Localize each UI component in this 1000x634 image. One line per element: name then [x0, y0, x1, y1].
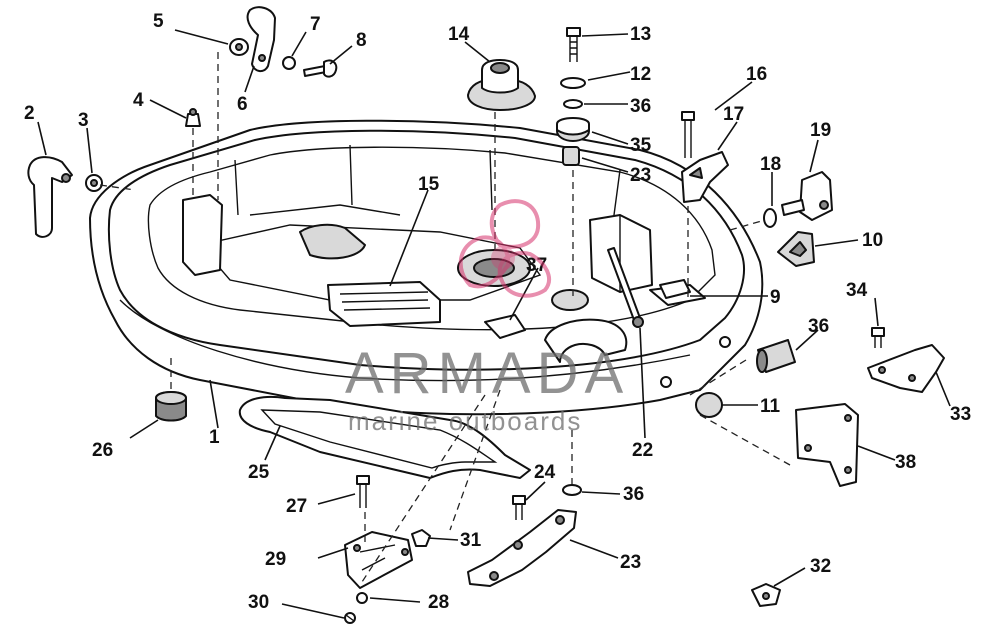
retainer-38 — [659, 279, 691, 299]
callout-25: 25 — [248, 462, 270, 483]
callout-11: 11 — [760, 396, 781, 417]
shift-lever — [27, 156, 73, 238]
callout-39: 38 — [895, 452, 916, 473]
callout-22: 23 — [630, 165, 651, 186]
gasket — [238, 395, 531, 479]
fitting-19 — [781, 171, 833, 221]
callout-18: 18 — [760, 154, 781, 175]
screw-30 — [344, 612, 356, 624]
screw-24 — [512, 495, 526, 520]
callout-24: 24 — [534, 462, 556, 483]
callout-14: 14 — [448, 24, 470, 45]
screw-8 — [303, 59, 338, 78]
callout-9: 9 — [770, 287, 781, 308]
callout-36-top: 36 — [630, 96, 651, 117]
callout-26: 26 — [92, 440, 113, 461]
washer-12 — [560, 77, 586, 89]
callout-2: 2 — [24, 103, 35, 124]
callout-8: 8 — [356, 30, 367, 51]
bracket-17 — [681, 151, 729, 203]
callout-30: 30 — [248, 592, 269, 613]
washer-5 — [229, 38, 249, 56]
callout-7: 7 — [310, 14, 321, 35]
callout-34: 34 — [846, 280, 868, 301]
grommet-14 — [467, 59, 536, 111]
callout-21: 22 — [632, 440, 653, 461]
grommet-35 — [556, 117, 590, 142]
leader-lines — [37, 29, 951, 619]
bushing-22 — [562, 146, 580, 166]
callout-37: 36 — [808, 316, 829, 337]
lower-motor-cover — [89, 119, 764, 416]
watermark-brand: ARMADA — [345, 341, 629, 406]
rubber-pad — [777, 231, 815, 267]
alignment-lines — [99, 52, 791, 586]
callout-10: 10 — [862, 230, 883, 251]
washer-28 — [356, 592, 368, 604]
sleeve-37 — [756, 339, 796, 373]
callout-32: 32 — [810, 556, 831, 577]
washer-36-top — [563, 99, 583, 109]
callout-35: 35 — [630, 135, 652, 156]
plate-39 — [795, 403, 859, 487]
lock-washer — [282, 56, 296, 70]
callout-23: 23 — [620, 552, 641, 573]
washer-3 — [85, 174, 103, 192]
callout-15: 15 — [418, 174, 440, 195]
washer-36-bottom — [562, 484, 582, 496]
nut-31 — [411, 529, 431, 547]
callout-6: 6 — [237, 94, 248, 115]
bracket-33 — [867, 344, 945, 393]
pin-21 — [607, 247, 644, 328]
callout-19: 19 — [810, 120, 831, 141]
callout-4: 4 — [133, 90, 144, 111]
armada-watermark: ARMADA marine outboards — [345, 199, 629, 436]
bolt-13 — [566, 27, 581, 62]
callout-3: 3 — [78, 110, 89, 131]
propeller-logo-icon — [458, 199, 551, 298]
latch-hook — [246, 6, 276, 72]
bolt-16 — [681, 111, 695, 158]
callout-28: 28 — [428, 592, 449, 613]
callout-5: 5 — [153, 11, 164, 32]
callout-12: 12 — [630, 64, 651, 85]
screw-34 — [871, 327, 885, 348]
callout-16: 16 — [746, 64, 767, 85]
callout-36-bottom: 36 — [623, 484, 644, 505]
callout-17: 17 — [723, 104, 744, 125]
clip-32 — [751, 583, 781, 607]
grommet-26 — [155, 391, 187, 422]
washer-18 — [763, 208, 777, 228]
watermark-tagline: marine outboards — [348, 406, 582, 436]
bracket-29 — [344, 531, 413, 589]
callout-31: 31 — [460, 530, 482, 551]
callout-13: 13 — [630, 24, 651, 45]
grease-fitting — [185, 108, 201, 127]
callout-1: 1 — [209, 427, 220, 448]
callout-labels: 2 3 4 5 6 7 8 14 13 12 36 35 23 16 17 19… — [24, 11, 971, 613]
plug — [695, 392, 723, 418]
callout-33: 33 — [950, 404, 971, 425]
bracket-23 — [467, 509, 577, 587]
callout-29: 29 — [265, 549, 286, 570]
callout-27: 27 — [286, 496, 307, 517]
screw-27 — [356, 475, 370, 508]
